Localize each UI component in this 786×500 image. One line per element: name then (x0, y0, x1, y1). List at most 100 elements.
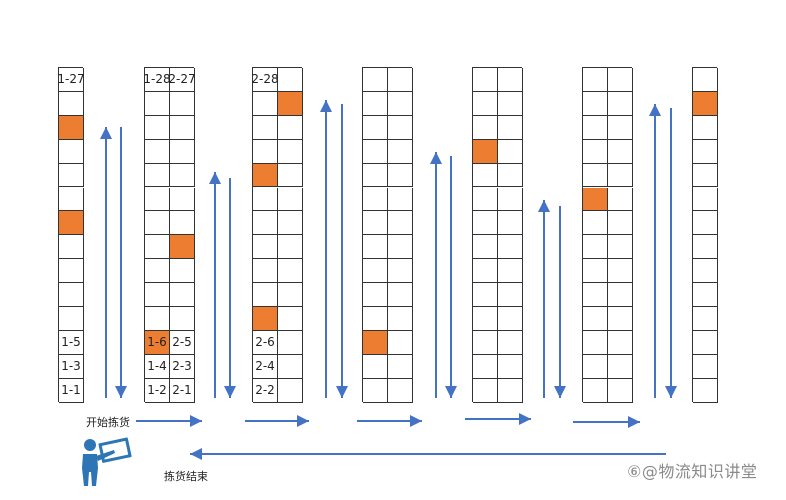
rack-slot (253, 235, 278, 260)
rack-slot (693, 211, 718, 236)
rack-slot (498, 163, 523, 188)
rack-slot (278, 187, 303, 212)
slot-label: 2-5 (172, 335, 192, 350)
rack-slot (473, 354, 498, 379)
rack-slot (388, 378, 413, 403)
rack-slot: 2-5 (170, 330, 195, 355)
rack-slot (278, 259, 303, 284)
rack-slot (145, 259, 170, 284)
rack-slot (388, 115, 413, 140)
rack-slot (170, 163, 195, 188)
rack-slot (498, 91, 523, 116)
rack-slot (388, 330, 413, 355)
rack-slot (498, 259, 523, 284)
slot-label: 2-4 (255, 359, 275, 374)
rack-slot (608, 115, 633, 140)
rack-slot (693, 307, 718, 331)
rack-slot (253, 115, 278, 140)
rack-slot (363, 259, 388, 284)
rack-slot: 1-2 (145, 378, 170, 403)
rack-slot (608, 211, 633, 236)
rack-slot (693, 139, 718, 164)
rack-slot (253, 91, 278, 116)
rack-slot (473, 283, 498, 307)
rack-slot (59, 163, 84, 188)
rack-slot (278, 330, 303, 355)
rack-slot: 2-3 (170, 354, 195, 379)
rack-slot (253, 283, 278, 307)
rack-slot (608, 259, 633, 284)
rack-slot (608, 68, 633, 92)
rack-slot (278, 68, 303, 92)
slot-label: 1-27 (57, 72, 85, 87)
rack-slot (473, 235, 498, 260)
rack-4 (362, 67, 413, 403)
rack-slot (145, 187, 170, 212)
rack-slot (583, 211, 608, 236)
rack-slot (608, 330, 633, 355)
rack-slot (170, 283, 195, 307)
rack-slot (363, 139, 388, 164)
rack-slot (363, 307, 388, 331)
rack-slot (473, 259, 498, 284)
rack-slot (693, 330, 718, 355)
rack-slot (170, 115, 195, 140)
rack-slot (498, 235, 523, 260)
rack-slot: 2-1 (170, 378, 195, 403)
rack-slot (693, 259, 718, 284)
rack-slot (388, 187, 413, 212)
pick-slot (59, 211, 84, 236)
rack-slot (608, 187, 633, 212)
rack-slot (388, 68, 413, 92)
rack-slot (170, 307, 195, 331)
rack-slot (608, 307, 633, 331)
slot-label: 1-6 (147, 335, 167, 350)
rack-slot (693, 354, 718, 379)
rack-slot (693, 68, 718, 92)
rack-slot (59, 91, 84, 116)
rack-slot: 2-2 (253, 378, 278, 403)
slot-label: 1-3 (61, 359, 81, 374)
rack-slot (693, 283, 718, 307)
rack-slot (498, 307, 523, 331)
slot-label: 2-1 (172, 383, 192, 398)
rack-slot (608, 139, 633, 164)
rack-slot (363, 68, 388, 92)
rack-slot (583, 330, 608, 355)
rack-slot (608, 235, 633, 260)
pick-slot (363, 330, 388, 355)
rack-slot (473, 91, 498, 116)
rack-slot (388, 259, 413, 284)
rack-slot (583, 68, 608, 92)
rack-slot: 1-28 (143, 68, 171, 92)
rack-5 (472, 67, 523, 403)
rack-slot (145, 283, 170, 307)
rack-slot (473, 307, 498, 331)
pick-slot (583, 187, 608, 212)
rack-slot (278, 139, 303, 164)
rack-slot (253, 187, 278, 212)
rack-slot (583, 283, 608, 307)
rack-slot (59, 307, 84, 331)
rack-slot (583, 163, 608, 188)
rack-slot (608, 163, 633, 188)
rack-slot (693, 163, 718, 188)
rack-slot (583, 139, 608, 164)
rack-slot (388, 139, 413, 164)
rack-slot (498, 330, 523, 355)
rack-slot: 1-1 (59, 378, 84, 403)
rack-slot (59, 235, 84, 260)
rack-slot (363, 235, 388, 260)
rack-slot (170, 91, 195, 116)
rack-slot (59, 187, 84, 212)
slot-label: 2-6 (255, 335, 275, 350)
rack-slot (363, 187, 388, 212)
slot-label: 1-2 (147, 383, 167, 398)
rack-slot (145, 91, 170, 116)
rack-slot (170, 259, 195, 284)
slot-label: 2-27 (168, 72, 196, 87)
rack-slot (473, 187, 498, 212)
pick-slot (693, 91, 718, 116)
rack-slot (363, 354, 388, 379)
rack-slot (583, 115, 608, 140)
